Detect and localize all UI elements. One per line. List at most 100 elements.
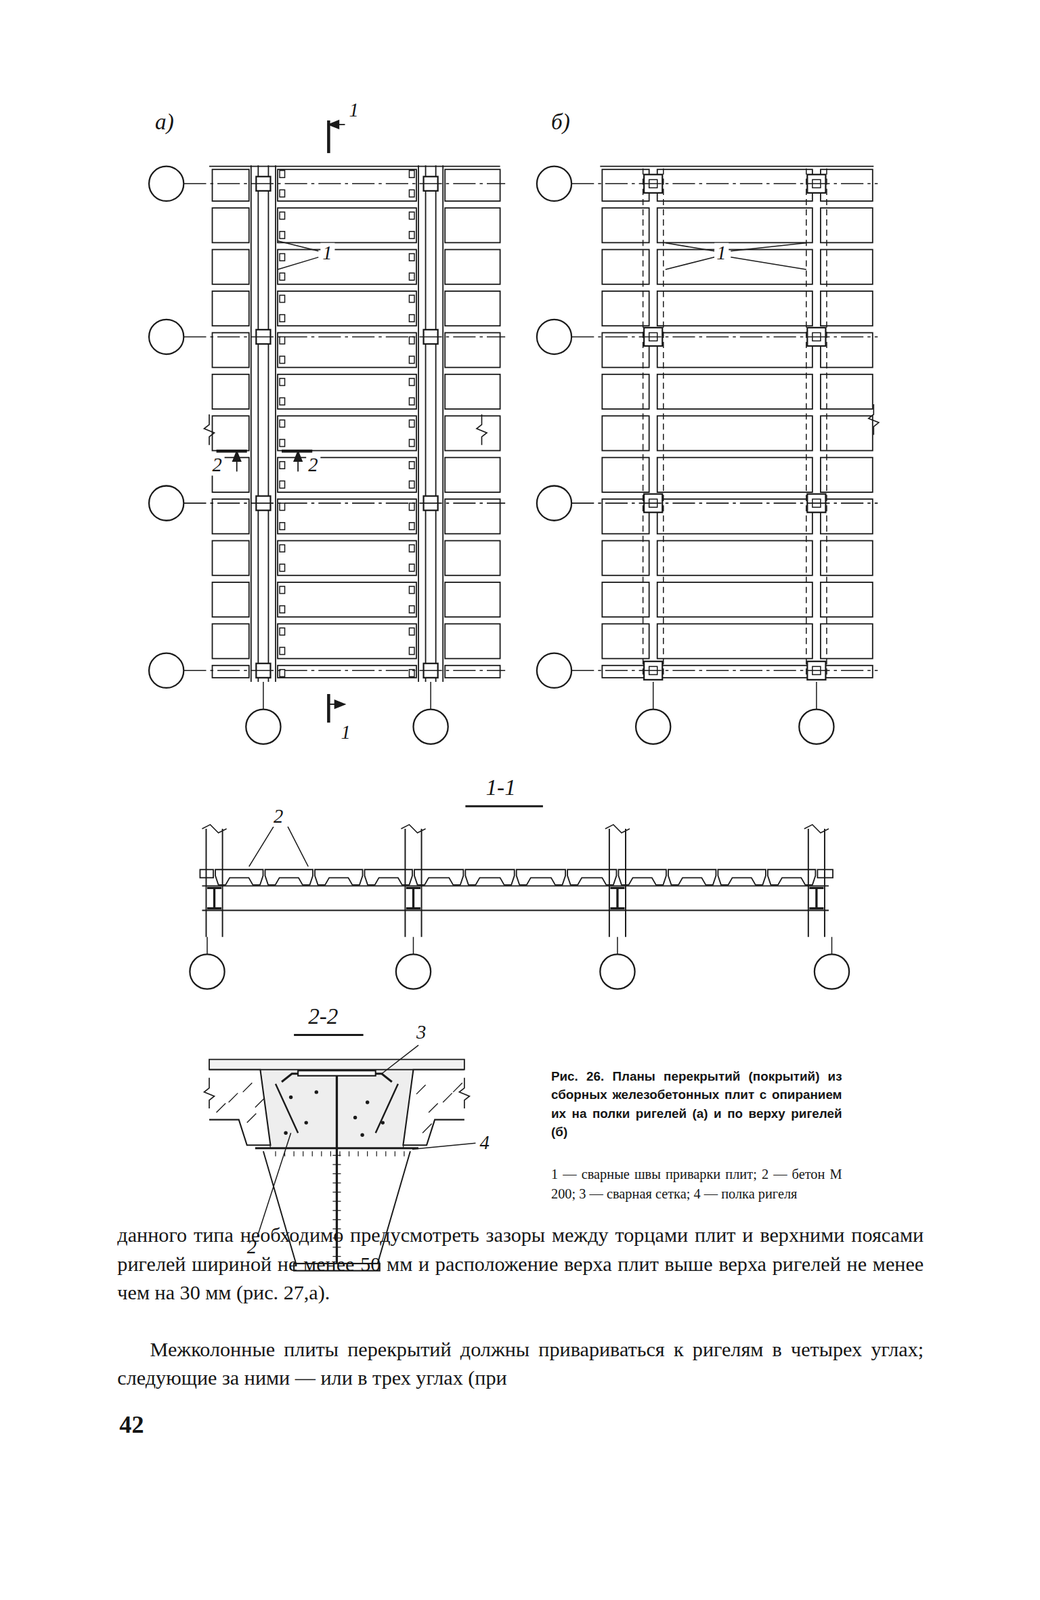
tick bbox=[332, 1246, 341, 1248]
weld bbox=[408, 545, 415, 553]
section-mark bbox=[327, 694, 331, 723]
slab bbox=[820, 499, 873, 534]
weld bbox=[408, 419, 415, 428]
weld bbox=[408, 170, 415, 179]
weld bbox=[279, 545, 286, 553]
slab bbox=[657, 623, 813, 659]
axis-bubble bbox=[635, 709, 671, 745]
column-line bbox=[624, 828, 627, 938]
callout-number: 1 bbox=[320, 243, 334, 264]
slab bbox=[820, 332, 873, 367]
callout-number: 2 bbox=[306, 455, 320, 476]
slab bbox=[601, 249, 649, 285]
body-paragraph: данного типа необходимо предусмотреть за… bbox=[117, 1220, 924, 1307]
mesh-bar bbox=[275, 1084, 298, 1133]
weld bbox=[408, 314, 415, 323]
tick bbox=[348, 1151, 350, 1157]
axis-bubble bbox=[189, 954, 225, 989]
slab bbox=[444, 623, 500, 659]
aggregate bbox=[360, 1132, 364, 1137]
axis-line bbox=[831, 937, 833, 955]
callout-number: 2 bbox=[210, 455, 225, 476]
slab bbox=[820, 169, 873, 202]
slab-end bbox=[402, 1069, 464, 1146]
axis-line bbox=[616, 937, 619, 955]
leader-line bbox=[730, 243, 807, 252]
slab bbox=[820, 249, 873, 285]
aggregate bbox=[314, 1090, 319, 1094]
weld bbox=[279, 461, 286, 470]
weld bbox=[279, 356, 286, 364]
slab bbox=[444, 499, 500, 534]
slab bbox=[601, 332, 649, 367]
hatch bbox=[442, 1092, 453, 1103]
section-1-1 bbox=[189, 806, 850, 990]
weld bbox=[279, 605, 286, 614]
break-line bbox=[400, 824, 426, 833]
break-line bbox=[459, 1077, 470, 1109]
leader-line bbox=[277, 257, 319, 270]
callout-number: 1 bbox=[338, 722, 353, 743]
tick bbox=[332, 1191, 341, 1193]
slab-end bbox=[209, 1069, 271, 1146]
axis-line bbox=[183, 183, 506, 185]
break-line bbox=[201, 824, 227, 833]
slab bbox=[657, 374, 813, 409]
girder-line bbox=[257, 165, 259, 682]
callout-number: 42 bbox=[117, 1414, 146, 1435]
slab bbox=[212, 332, 250, 367]
slab bbox=[820, 457, 873, 493]
ribbed-slab bbox=[265, 869, 313, 885]
figure-caption: Рис. 26. Планы перекрытий (покрытий) из … bbox=[551, 1067, 843, 1142]
slab bbox=[212, 582, 250, 617]
axis-line bbox=[652, 681, 655, 710]
axis-line bbox=[183, 670, 506, 672]
slab bbox=[657, 665, 813, 678]
axis-line bbox=[571, 670, 878, 672]
leader-line bbox=[412, 1142, 476, 1150]
slab bbox=[820, 665, 873, 678]
i-beam bbox=[815, 887, 818, 908]
slab bbox=[212, 540, 250, 576]
callout-number: б) bbox=[549, 112, 573, 133]
axis-line bbox=[815, 681, 818, 710]
tick bbox=[339, 1151, 340, 1157]
i-beam bbox=[616, 887, 619, 908]
slab bbox=[444, 169, 500, 202]
weld bbox=[408, 480, 415, 489]
weld bbox=[408, 647, 415, 655]
aggregate bbox=[304, 1120, 308, 1124]
plan-a bbox=[148, 120, 506, 745]
aggregate bbox=[353, 1115, 357, 1120]
axis-line bbox=[429, 681, 432, 710]
weld bbox=[408, 295, 415, 303]
slab bbox=[444, 332, 500, 367]
slab bbox=[277, 374, 417, 409]
leader-line bbox=[257, 1132, 292, 1238]
axis-line bbox=[571, 502, 878, 504]
hatch bbox=[416, 1084, 426, 1095]
slab bbox=[212, 291, 250, 326]
weld bbox=[279, 627, 286, 636]
section-mark bbox=[216, 449, 248, 453]
plan-edge bbox=[599, 165, 874, 168]
tick bbox=[385, 1151, 386, 1157]
break-line bbox=[605, 824, 630, 833]
weld bbox=[279, 586, 286, 594]
weld bbox=[408, 605, 415, 614]
girder-line bbox=[417, 165, 420, 682]
plan-edge bbox=[209, 165, 501, 168]
weld bbox=[279, 314, 286, 323]
weld bbox=[279, 295, 286, 303]
plan-b bbox=[536, 166, 879, 745]
callout-number: 2 bbox=[271, 806, 286, 827]
hatch bbox=[247, 1113, 257, 1124]
leader-line bbox=[381, 1045, 419, 1074]
aggregate bbox=[365, 1100, 370, 1104]
ribbed-slab bbox=[668, 869, 716, 885]
topping bbox=[209, 1059, 465, 1070]
ribbed-slab bbox=[717, 869, 766, 885]
weld bbox=[408, 231, 415, 240]
axis-bubble bbox=[798, 709, 834, 745]
tick bbox=[332, 1209, 341, 1211]
